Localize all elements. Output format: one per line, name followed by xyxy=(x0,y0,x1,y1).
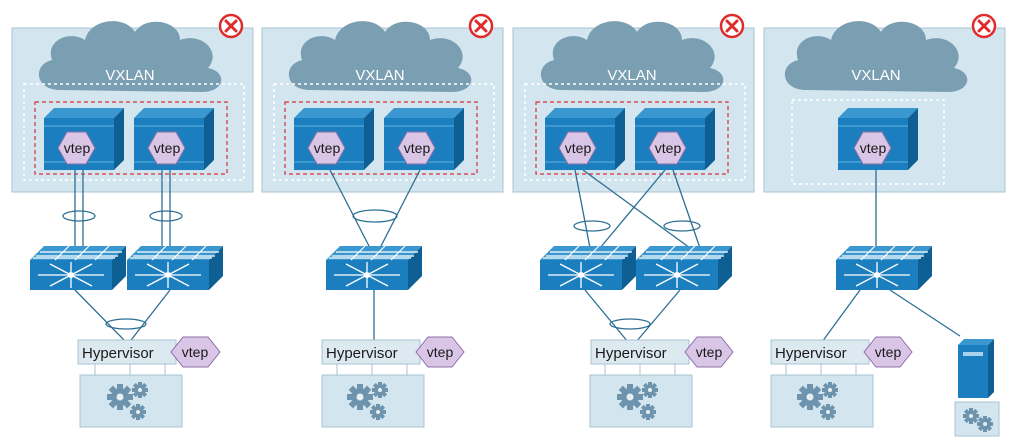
close-icon[interactable] xyxy=(218,13,244,39)
gear-icon xyxy=(822,382,838,398)
vtep-hexagon xyxy=(147,131,186,165)
vpc-dashed-box xyxy=(34,101,228,175)
switch-icon xyxy=(126,245,224,291)
cloud-label: VXLAN xyxy=(355,67,404,84)
switch-icon xyxy=(29,245,127,291)
gear-icon xyxy=(130,404,146,420)
gear-icon xyxy=(347,384,373,410)
outer-dashed-box xyxy=(791,99,945,185)
panel-4: VXLAN vtep Hypervisor vtep xyxy=(763,13,1006,437)
vtep-label: vtep xyxy=(314,140,341,156)
vtep-label: vtep xyxy=(427,344,454,360)
close-icon[interactable] xyxy=(719,13,745,39)
vtep-hexagon xyxy=(558,131,597,165)
outer-dashed-box xyxy=(273,83,495,181)
gear-icon xyxy=(370,404,386,420)
bare-metal-app-box xyxy=(954,401,1000,437)
switch-icon xyxy=(635,245,733,291)
gear-icon xyxy=(132,382,148,398)
cloud-label: VXLAN xyxy=(607,67,656,84)
vtep-hexagon xyxy=(307,131,346,165)
outer-dashed-box xyxy=(524,83,746,181)
gear-icon xyxy=(963,408,979,424)
hypervisor-box xyxy=(770,339,870,365)
outer-dashed-box xyxy=(23,83,245,181)
panel-2: VXLAN vtep vtep Hypervisor vtep xyxy=(261,13,504,428)
server-icon xyxy=(958,339,994,398)
links xyxy=(329,169,421,342)
hypervisor-label: Hypervisor xyxy=(775,345,847,362)
hypervisor-box xyxy=(77,339,177,365)
gear-icon xyxy=(107,384,133,410)
links xyxy=(821,170,961,343)
vtep-label: vtep xyxy=(565,140,592,156)
vtep-hexagon xyxy=(863,336,913,368)
vpc-dashed-box xyxy=(535,101,729,175)
vm-box xyxy=(589,374,693,428)
close-icon[interactable] xyxy=(971,13,997,39)
panel-3: VXLAN vtep vtep Hypervisor vtep xyxy=(512,13,755,428)
vtep-label: vtep xyxy=(655,140,682,156)
gear-icon xyxy=(642,382,658,398)
gear-icon xyxy=(617,384,643,410)
vm-box xyxy=(770,374,874,428)
vm-box xyxy=(79,374,183,428)
hypervisor-label: Hypervisor xyxy=(595,345,667,362)
vtep-hexagon xyxy=(684,336,734,368)
vm-box xyxy=(321,374,425,428)
vtep-hexagon xyxy=(397,131,436,165)
vtep-label: vtep xyxy=(875,344,902,360)
gear-icon xyxy=(820,404,836,420)
vtep-label: vtep xyxy=(154,140,181,156)
links xyxy=(62,170,183,345)
vpc-dashed-box xyxy=(284,101,478,175)
vtep-hexagon xyxy=(415,336,465,368)
switch-icon xyxy=(835,245,933,291)
vtep-label: vtep xyxy=(182,344,209,360)
cloud-label: VXLAN xyxy=(851,67,900,84)
panel-1: VXLAN vtep vtep Hypervisor vtep xyxy=(11,13,254,428)
vtep-hexagon xyxy=(170,336,221,368)
hypervisor-box xyxy=(321,339,421,365)
gear-icon xyxy=(372,382,388,398)
vtep-hexagon xyxy=(648,131,687,165)
close-icon[interactable] xyxy=(468,13,494,39)
links xyxy=(573,169,701,343)
vtep-label: vtep xyxy=(860,140,887,156)
gear-icon xyxy=(640,404,656,420)
hypervisor-label: Hypervisor xyxy=(326,345,398,362)
vtep-hexagon xyxy=(57,131,96,165)
vtep-label: vtep xyxy=(696,344,723,360)
vtep-hexagon xyxy=(853,131,892,165)
cloud-label: VXLAN xyxy=(105,67,154,84)
gear-icon xyxy=(977,416,993,432)
vtep-label: vtep xyxy=(64,140,91,156)
switch-icon xyxy=(325,245,423,291)
gear-icon xyxy=(797,384,823,410)
hypervisor-label: Hypervisor xyxy=(82,345,154,362)
vtep-label: vtep xyxy=(404,140,431,156)
switch-icon xyxy=(539,245,637,291)
